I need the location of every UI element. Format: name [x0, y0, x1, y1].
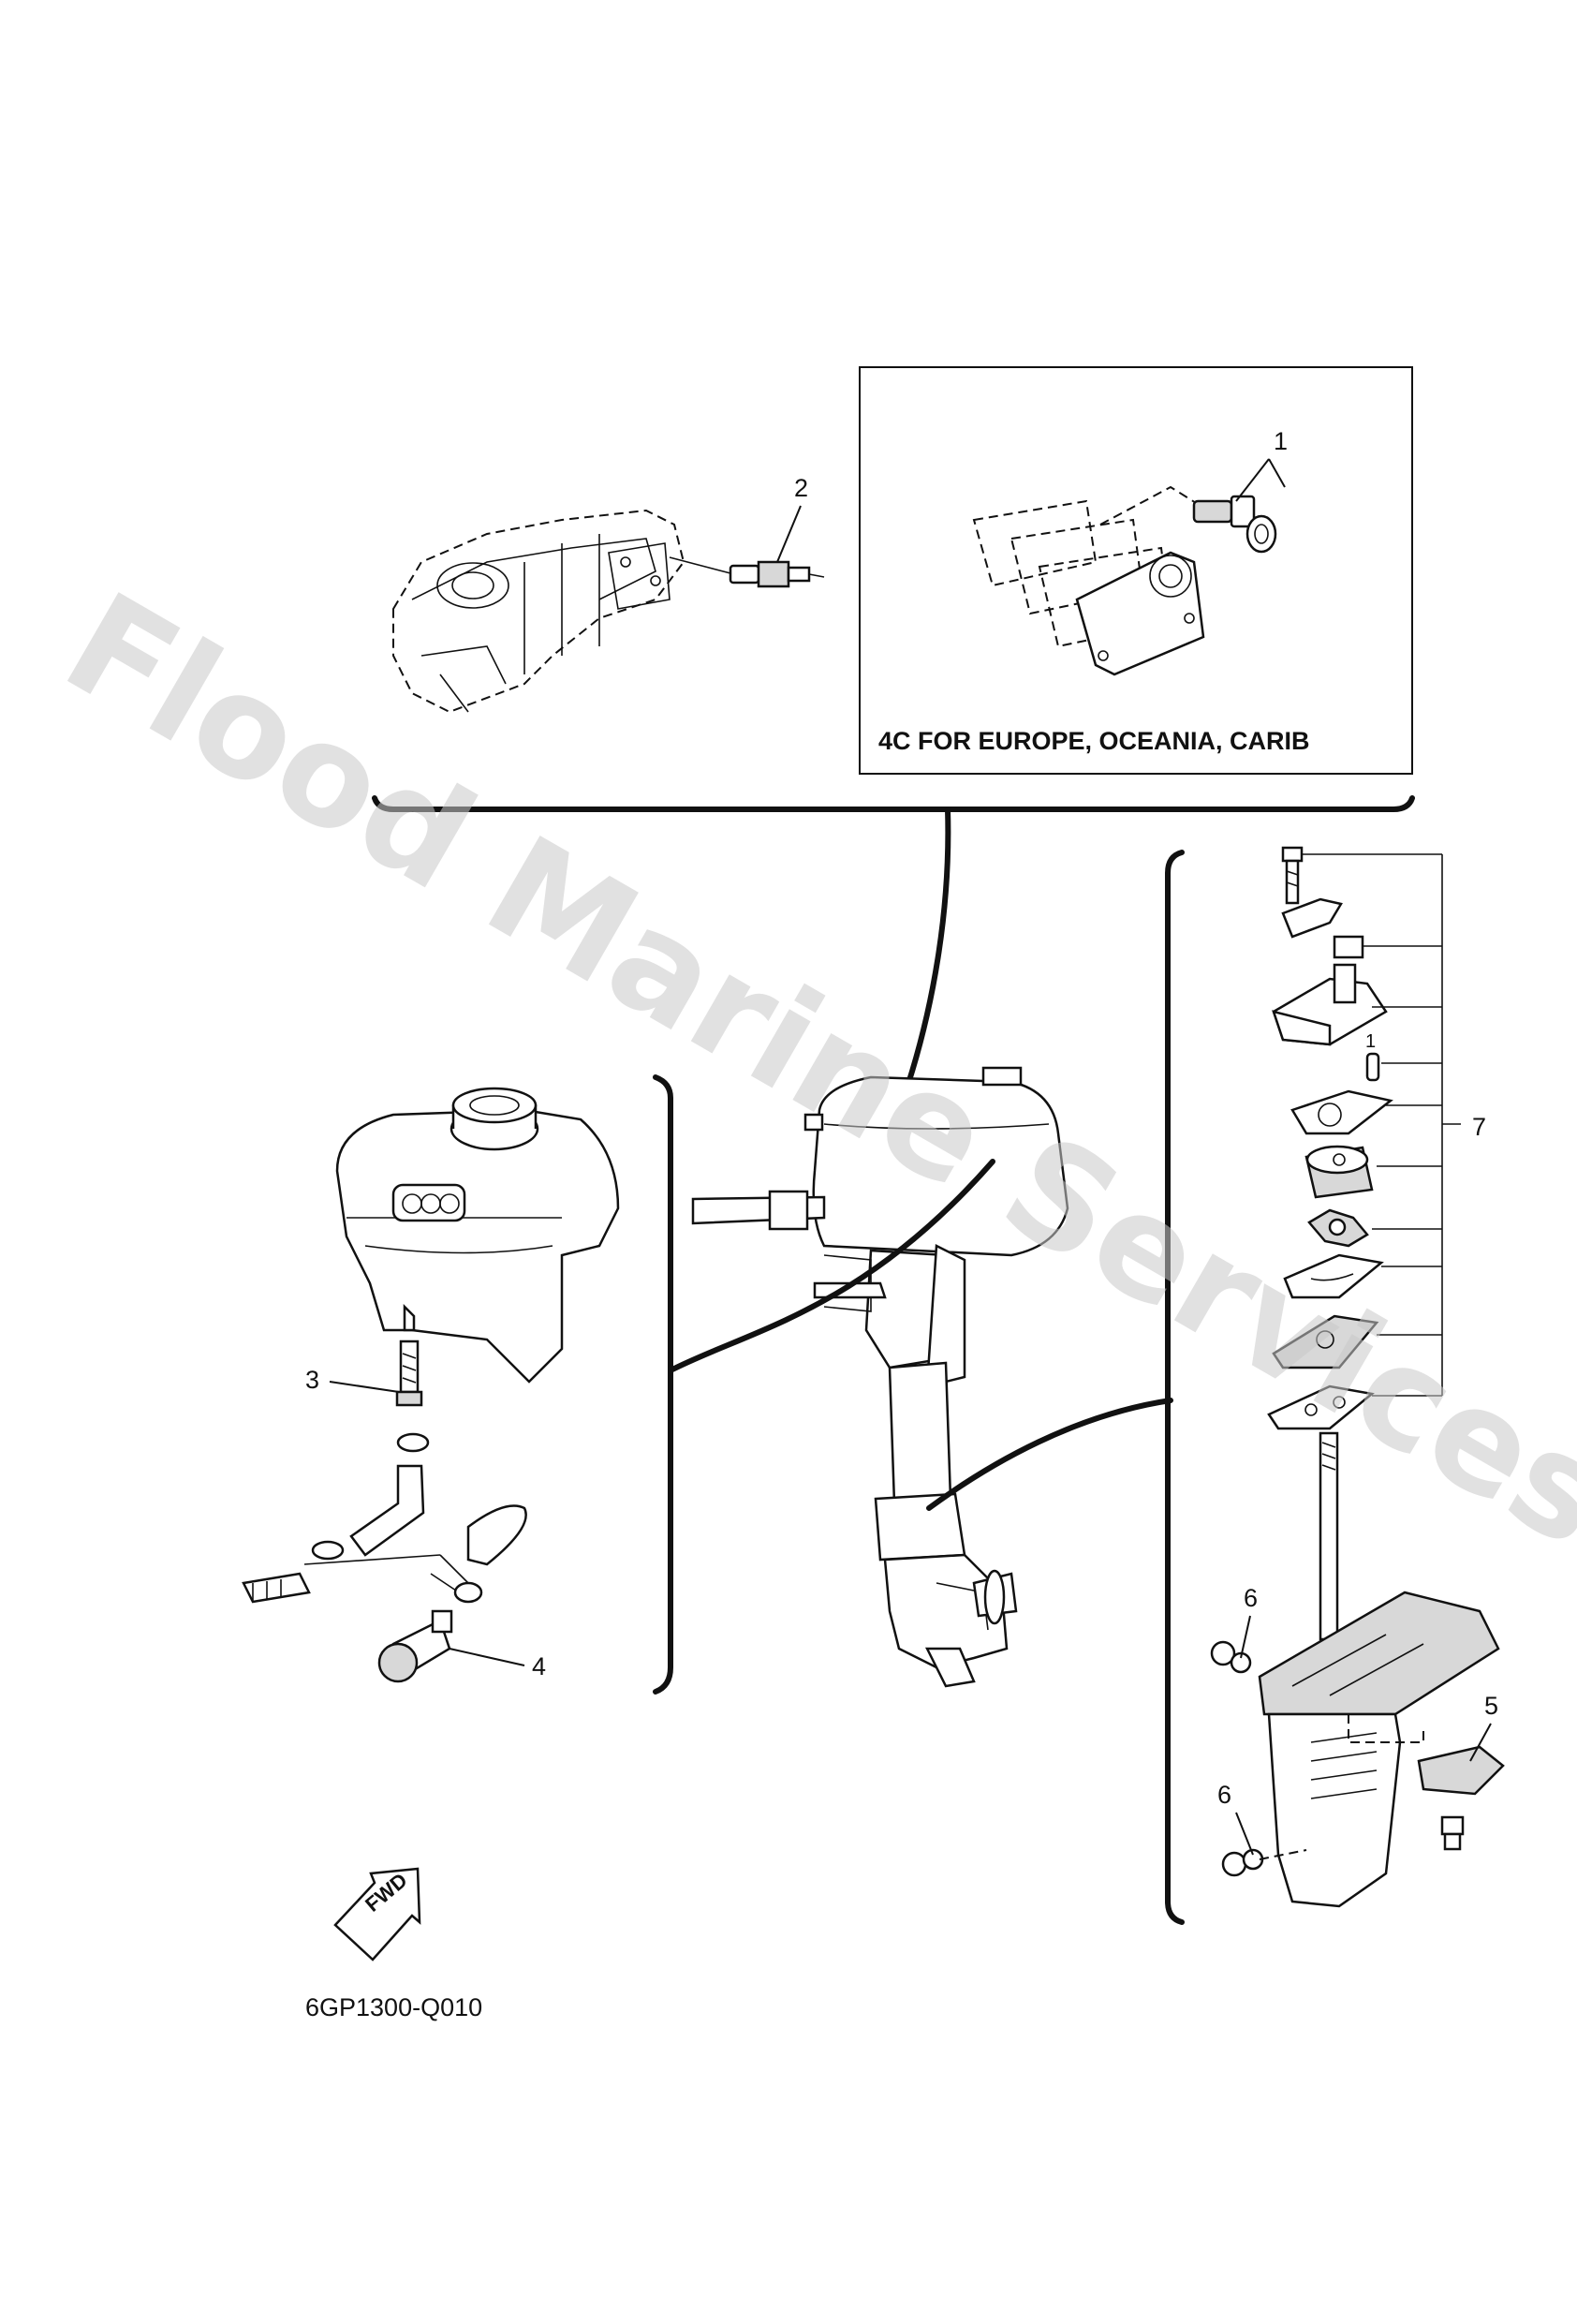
powerhead-assembly [392, 509, 685, 714]
washer-screw-lower [1221, 1848, 1307, 1877]
inset-box-title: 4C FOR EUROPE, OCEANIA, CARIB [878, 727, 1310, 755]
right-section-bracket [1165, 850, 1185, 1925]
callout-label-1: 1 [1274, 427, 1288, 455]
callout-6-upper: 6 [1240, 1584, 1258, 1659]
callout-label-3: 3 [305, 1366, 319, 1394]
outboard-motor [691, 1066, 1069, 1688]
callout-label-6a: 6 [1244, 1584, 1258, 1612]
callout-1: 1 [1235, 427, 1288, 502]
spark-plug [669, 556, 825, 588]
water-pump-kit [1267, 846, 1393, 1430]
left-leader-line [668, 1159, 995, 1373]
top-section-bracket [372, 795, 1415, 812]
drive-shaft [1319, 1431, 1339, 1641]
fuel-hose-assembly [242, 1432, 527, 1604]
right-leader-line [926, 1398, 1173, 1511]
callout-label-4: 4 [532, 1652, 546, 1680]
lower-casing [1258, 1591, 1500, 1908]
left-section-bracket [653, 1074, 673, 1695]
callout-3: 3 [305, 1366, 400, 1394]
watermark: Flood Marine Services [39, 562, 1577, 1578]
callout-label-2: 2 [794, 474, 808, 502]
inset-box-4c [859, 366, 1413, 775]
diagram-code: 6GP1300-Q010 [305, 1993, 482, 2021]
washer-screw-upper [1210, 1640, 1252, 1674]
anode [1417, 1745, 1505, 1851]
callout-label-6b: 6 [1217, 1781, 1231, 1809]
callout-5: 5 [1469, 1692, 1498, 1762]
callout-4: 4 [449, 1648, 546, 1680]
fuel-filter [395, 1340, 423, 1407]
fwd-arrow: FWD [333, 1867, 421, 1961]
callout-6-lower: 6 [1217, 1781, 1254, 1856]
fuel-connector [377, 1609, 453, 1683]
callout-2: 2 [776, 474, 808, 563]
fuel-tank [335, 1087, 620, 1384]
callout-label-1-small: 1 [1365, 1031, 1376, 1052]
callout-label-5: 5 [1484, 1692, 1498, 1720]
callout-label-7: 7 [1472, 1113, 1486, 1141]
callout-7-bracket: 7 1 [1302, 853, 1486, 1397]
